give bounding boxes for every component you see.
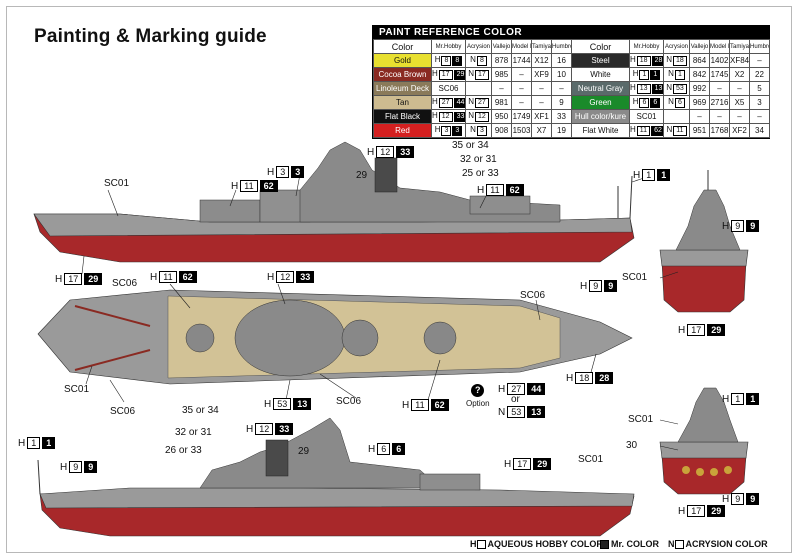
page-frame bbox=[6, 6, 792, 553]
side-profile-bottom bbox=[37, 417, 635, 537]
side-profile-top bbox=[33, 141, 635, 263]
leader-lines bbox=[81, 173, 679, 451]
paint-reference-table: PAINT REFERENCE COLOR Color Mr.Hobby Acr… bbox=[372, 25, 770, 139]
label-sc01-front: SC01 bbox=[622, 272, 648, 283]
flag-label-bot-3: 26 or 33 bbox=[165, 445, 202, 456]
option-label: Option bbox=[466, 399, 490, 408]
color-swatch: Neutral Gray bbox=[571, 81, 630, 96]
label-29-top: 29 bbox=[356, 170, 368, 181]
flag-label-top-1: 35 or 34 bbox=[452, 140, 489, 151]
label-30: 30 bbox=[626, 440, 638, 451]
flag-label-bot-1: 35 or 34 bbox=[182, 405, 219, 416]
paint-table-col-header: Color Mr.Hobby Acrysion Vallejo Model Ma… bbox=[373, 39, 770, 54]
front-view bbox=[659, 170, 749, 313]
paint-cell-mm: 1503 bbox=[511, 123, 532, 138]
option-marker: ? Option bbox=[466, 384, 490, 408]
color-swatch: Green bbox=[571, 95, 630, 110]
label-sc06-b: SC06 bbox=[110, 406, 136, 417]
deck-plan bbox=[37, 289, 633, 385]
label-29-bottom: 29 bbox=[298, 446, 310, 457]
label-sc01-rear: SC01 bbox=[628, 414, 654, 425]
legend-mr: Mr. COLOR bbox=[600, 539, 659, 550]
acrysion-icon bbox=[674, 540, 684, 550]
color-swatch: Gold bbox=[373, 53, 432, 68]
page-title: Painting & Marking guide bbox=[34, 26, 267, 47]
color-swatch: Flat White bbox=[571, 123, 630, 138]
label-sc06-d: SC06 bbox=[520, 290, 546, 301]
paint-cell-humbrol: 3 bbox=[749, 95, 770, 110]
color-swatch: Flat Black bbox=[373, 109, 432, 124]
paint-cell-mm: 1768 bbox=[709, 123, 730, 138]
label-sc06-a: SC06 bbox=[112, 278, 138, 289]
color-swatch: Hull color/kure bbox=[571, 109, 630, 124]
paint-table-grid: Color Mr.Hobby Acrysion Vallejo Model Ma… bbox=[373, 39, 770, 138]
color-swatch: Red bbox=[373, 123, 432, 138]
label-sc01-top: SC01 bbox=[104, 178, 130, 189]
label-sc01-bottom: SC01 bbox=[578, 454, 604, 465]
paint-cell-humbrol: 19 bbox=[551, 123, 572, 138]
paint-cell-vallejo: 908 bbox=[491, 123, 512, 138]
label-sc01-deck: SC01 bbox=[64, 384, 90, 395]
label-sc06-c: SC06 bbox=[336, 396, 362, 407]
rear-view bbox=[659, 387, 749, 495]
flag-label-top-2: 32 or 31 bbox=[460, 154, 497, 165]
color-swatch: Tan bbox=[373, 95, 432, 110]
mr-color-icon bbox=[600, 540, 609, 550]
color-swatch: Linoleum Deck bbox=[373, 81, 432, 96]
aqueous-icon bbox=[476, 540, 486, 550]
flag-label-top-3: 25 or 33 bbox=[462, 168, 499, 179]
question-icon: ? bbox=[471, 384, 485, 397]
flag-label-bot-2: 32 or 31 bbox=[175, 427, 212, 438]
paint-cell-humbrol: 34 bbox=[749, 123, 770, 138]
label-or: or bbox=[511, 394, 520, 405]
paint-table-header: PAINT REFERENCE COLOR bbox=[373, 26, 769, 39]
